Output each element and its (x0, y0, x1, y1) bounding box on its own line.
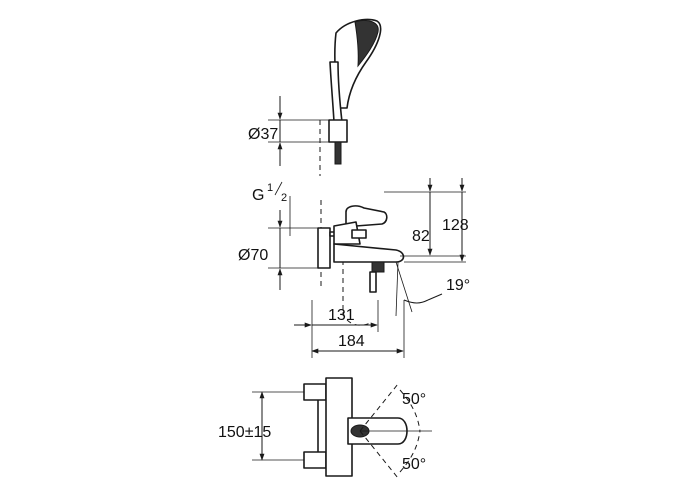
shower-holder (328, 119, 348, 143)
thread-label: G 1 2 (252, 181, 291, 236)
depth-131-label: 131 (328, 307, 355, 324)
centres-label: 150±15 (218, 424, 271, 441)
fitting-top-upper (303, 383, 327, 401)
angle-leader (427, 293, 443, 301)
mixer-body-plan (325, 377, 353, 477)
thread-fraction-bar (274, 181, 283, 196)
thread-denominator: 2 (281, 192, 287, 204)
eccentric-fitting (317, 227, 331, 269)
lever-angle-bottom-label: 50° (402, 456, 426, 473)
lever-swing-down (359, 430, 399, 479)
aerator (371, 261, 385, 273)
hose-connector (369, 271, 377, 293)
spout (333, 243, 405, 263)
diverter-knob (351, 229, 367, 239)
thread-letter: G (252, 187, 264, 204)
angle-ext-b (395, 261, 399, 317)
shower-hose (334, 141, 342, 165)
fitting-top-lower (303, 451, 327, 469)
spout-angle-label: 19° (446, 277, 470, 294)
mixer-side-view: G 1 2 Ø70 82 128 19° (238, 178, 470, 358)
angle-arc (403, 299, 429, 304)
spray-face (354, 19, 379, 68)
swing-arc-bottom (399, 430, 421, 473)
mixer-top-view: 50° 50° 150±15 (218, 377, 432, 479)
angle-ext-a (395, 261, 413, 313)
depth-184-label: 184 (338, 333, 365, 350)
swing-arc-top (399, 389, 421, 432)
height-82-label: 82 (412, 228, 430, 245)
body-diameter-label: Ø70 (238, 247, 268, 264)
thread-numerator: 1 (267, 182, 273, 194)
lever-swing-up (359, 383, 399, 432)
hand-shower: Ø37 (248, 18, 382, 176)
holder-diameter-label: Ø37 (248, 126, 278, 143)
lever-angle-top-label: 50° (402, 391, 426, 408)
height-128-label: 128 (442, 217, 469, 234)
